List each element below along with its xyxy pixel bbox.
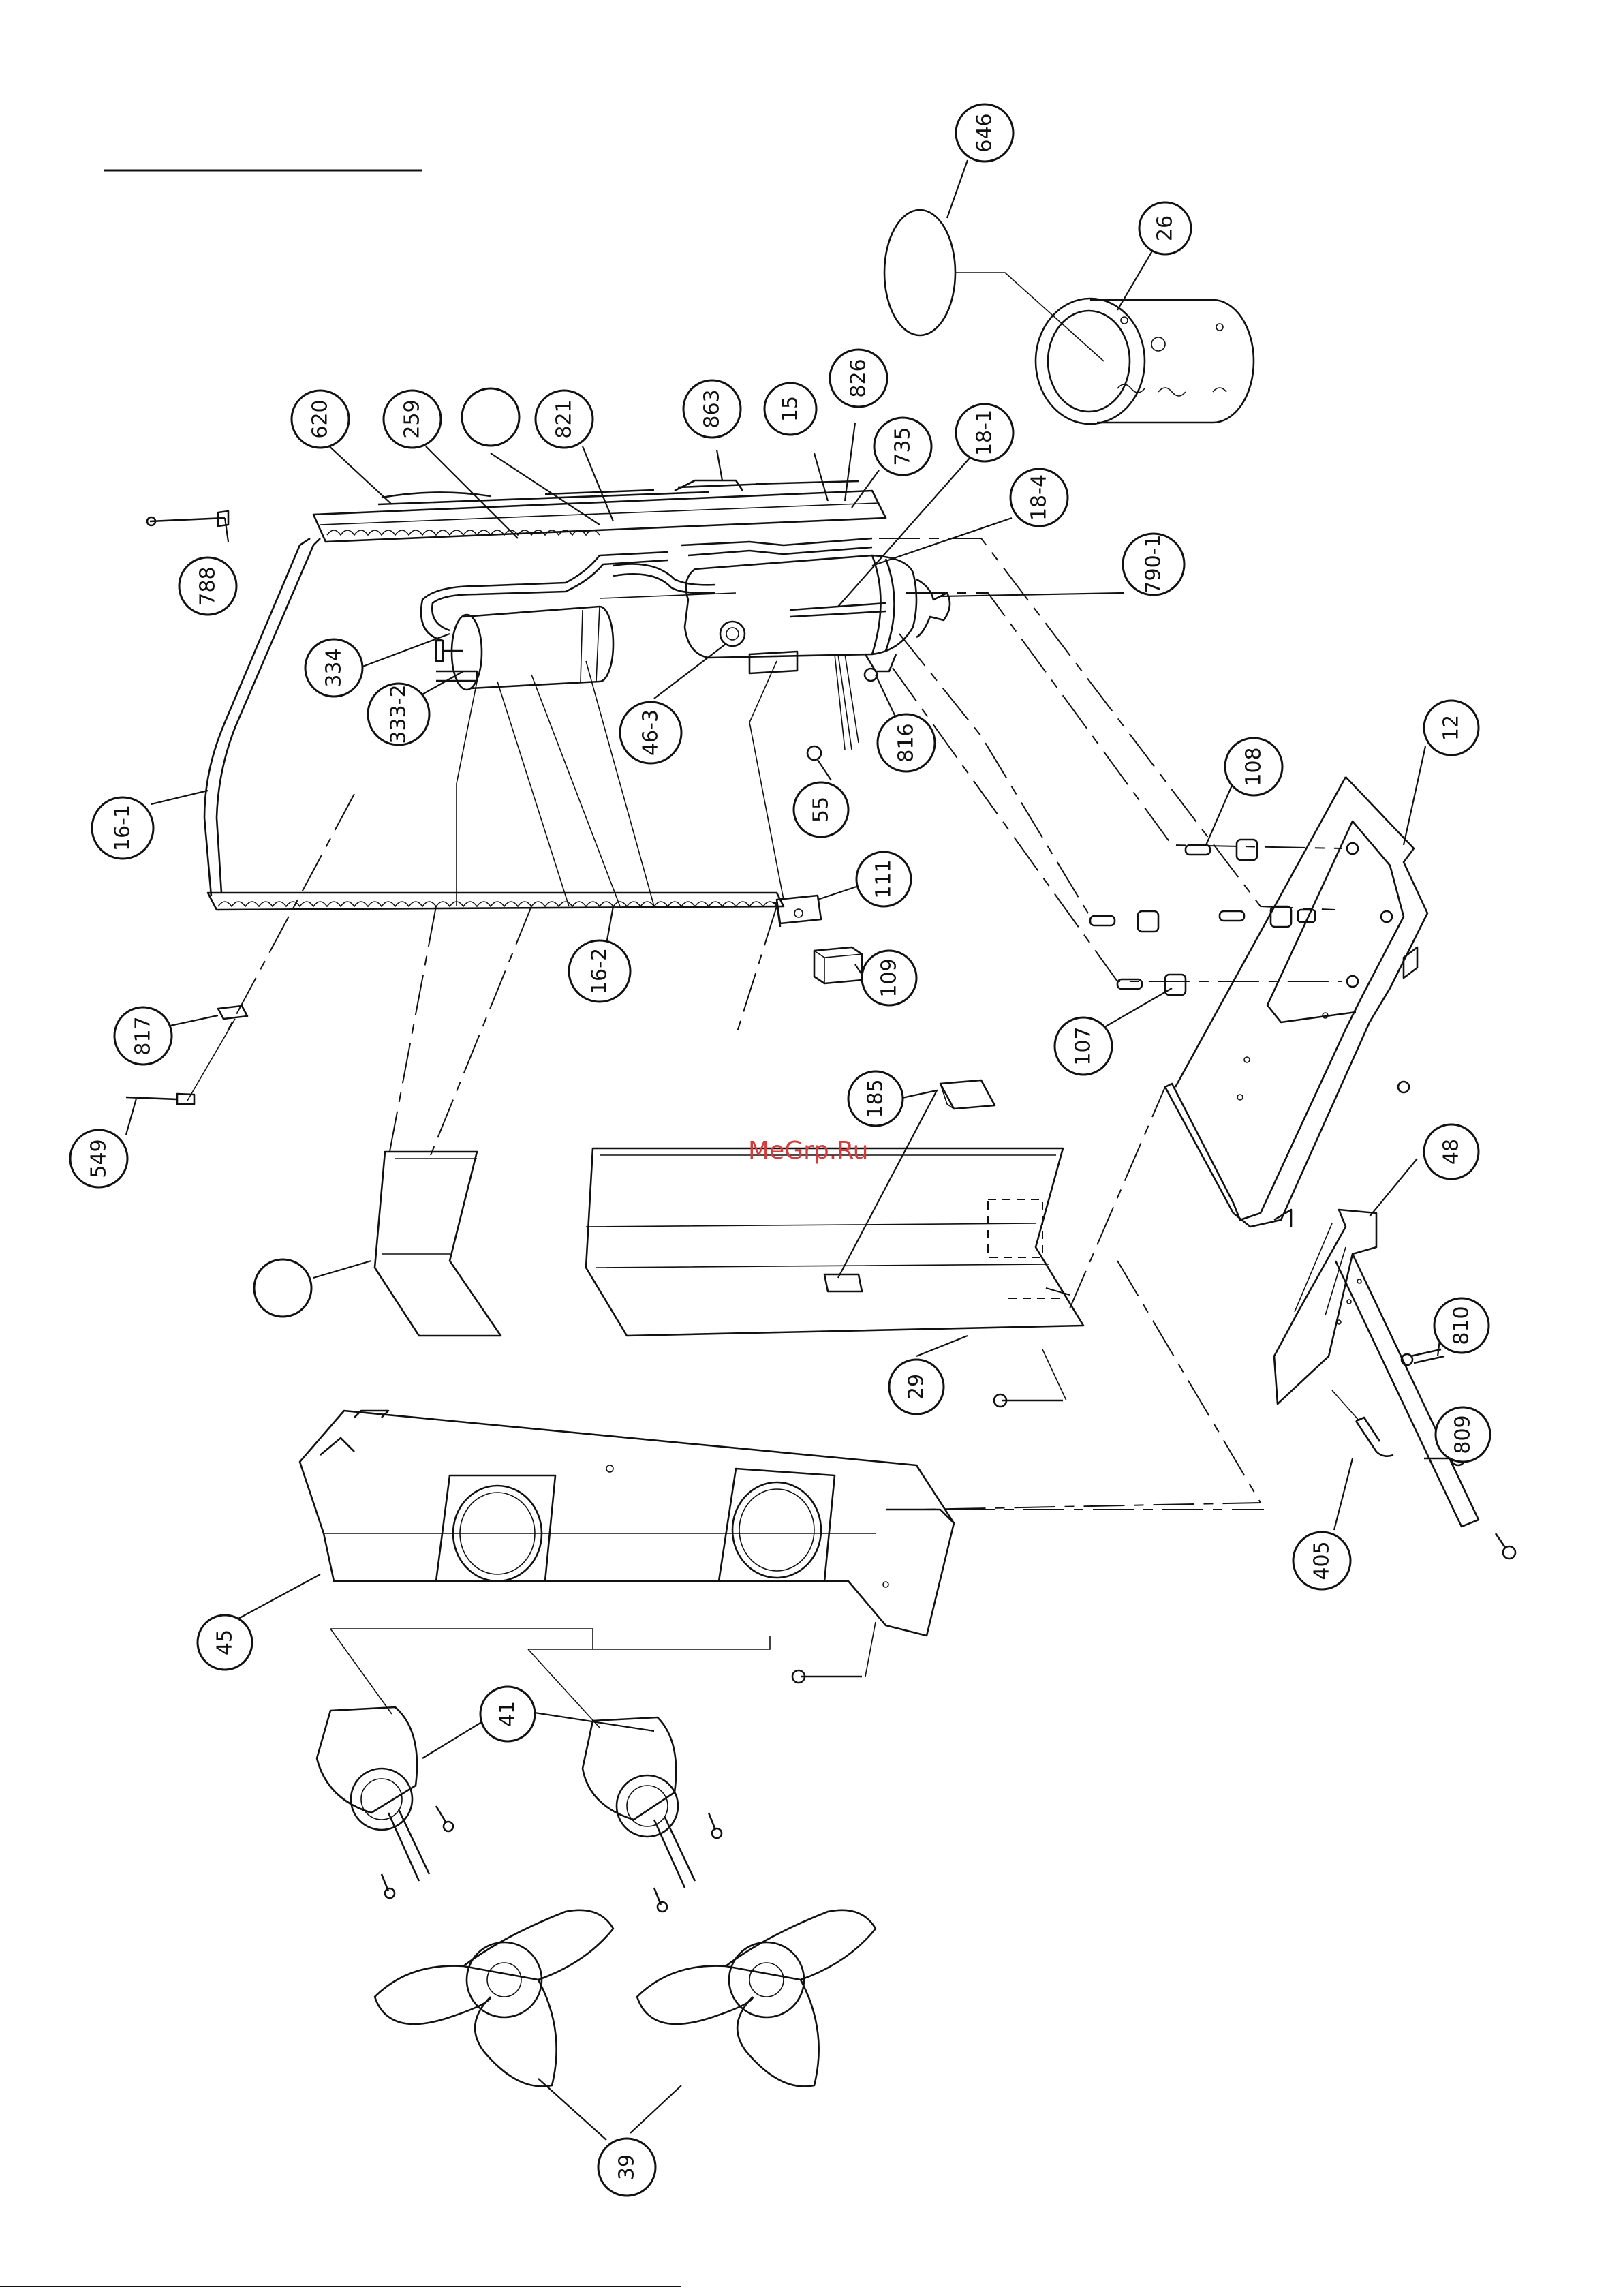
grommets: [1090, 840, 1315, 995]
callout-blank-top: [462, 388, 519, 446]
callout-12: 12: [1424, 701, 1479, 755]
part-26-cover: [1036, 299, 1254, 424]
svg-text:26: 26: [1154, 215, 1177, 241]
part-48-bracket: [1274, 1210, 1479, 1527]
svg-text:15: 15: [779, 396, 803, 422]
small-side-panel: [375, 1152, 501, 1336]
callout-826: 826: [830, 350, 887, 407]
callout-39: 39: [598, 2139, 655, 2196]
svg-text:18-4: 18-4: [1027, 474, 1051, 521]
callout-16-1: 16-1: [92, 797, 153, 859]
svg-text:16-2: 16-2: [588, 948, 612, 994]
callout-45: 45: [198, 1615, 252, 1670]
callout-405: 405: [1293, 1532, 1350, 1589]
part-16-1-coil-frame: [204, 538, 784, 1036]
svg-text:29: 29: [905, 1374, 929, 1400]
callout-790-1: 790-1: [1123, 534, 1184, 595]
svg-text:185: 185: [864, 1079, 888, 1118]
callout-185: 185: [848, 1071, 903, 1126]
svg-text:549: 549: [87, 1139, 111, 1178]
callout-107: 107: [1055, 1017, 1112, 1075]
svg-text:41: 41: [496, 1701, 520, 1727]
callout-26: 26: [1139, 202, 1191, 254]
svg-text:18-1: 18-1: [973, 410, 997, 456]
svg-text:45: 45: [213, 1629, 237, 1655]
svg-text:620: 620: [309, 399, 333, 438]
callout-809: 809: [1436, 1407, 1490, 1462]
callout-18-4: 18-4: [1010, 469, 1068, 526]
callout-334: 334: [305, 639, 362, 697]
part-333-2-accumulator: [436, 607, 613, 690]
callout-620: 620: [292, 391, 349, 448]
svg-text:809: 809: [1451, 1415, 1475, 1454]
callout-810: 810: [1434, 1298, 1489, 1353]
svg-text:46-3: 46-3: [639, 709, 663, 756]
callout-16-2: 16-2: [569, 940, 630, 1002]
callout-333-2: 333-2: [368, 684, 429, 745]
svg-text:790-1: 790-1: [1142, 534, 1166, 594]
callout-109: 109: [862, 951, 916, 1005]
callout-blank-mid: [254, 1259, 311, 1317]
svg-text:55: 55: [809, 797, 833, 823]
callout-817: 817: [114, 1007, 172, 1065]
svg-text:259: 259: [401, 399, 424, 438]
callout-29: 29: [889, 1360, 944, 1414]
callout-549: 549: [70, 1130, 127, 1187]
svg-text:810: 810: [1450, 1306, 1474, 1345]
svg-text:333-2: 333-2: [387, 684, 411, 744]
callout-111: 111: [856, 852, 911, 906]
svg-text:788: 788: [196, 566, 220, 605]
svg-text:405: 405: [1310, 1541, 1334, 1580]
svg-text:107: 107: [1072, 1026, 1096, 1065]
svg-text:108: 108: [1242, 747, 1266, 786]
callout-863: 863: [683, 380, 741, 438]
part-45-fan-bracket: [300, 1411, 954, 1636]
callout-46-3: 46-3: [620, 702, 681, 763]
svg-text:16-1: 16-1: [111, 805, 135, 851]
callout-821: 821: [536, 391, 593, 448]
svg-text:863: 863: [700, 389, 724, 428]
svg-text:111: 111: [872, 859, 896, 898]
svg-text:816: 816: [895, 723, 918, 762]
part-109-block: [814, 947, 862, 983]
part-29-front-panel: [586, 1148, 1083, 1336]
svg-text:821: 821: [553, 399, 576, 438]
part-646-disc: [884, 210, 955, 335]
callout-18-1: 18-1: [956, 404, 1013, 461]
part-39-fan-blades: [375, 1910, 876, 2087]
callout-48: 48: [1424, 1124, 1479, 1179]
svg-text:817: 817: [132, 1016, 155, 1055]
callout-816: 816: [878, 714, 935, 771]
callout-108: 108: [1225, 738, 1282, 795]
svg-text:12: 12: [1440, 715, 1464, 741]
svg-text:735: 735: [891, 427, 915, 465]
callout-735: 735: [874, 418, 931, 475]
callout-15: 15: [764, 383, 816, 435]
svg-text:48: 48: [1440, 1139, 1464, 1165]
callout-55: 55: [794, 782, 848, 837]
callout-646: 646: [956, 104, 1013, 162]
callout-41: 41: [480, 1687, 535, 1741]
svg-text:334: 334: [322, 648, 346, 687]
svg-text:39: 39: [615, 2154, 639, 2180]
svg-text:646: 646: [973, 113, 997, 152]
part-18-1-compressor: [600, 538, 950, 673]
callout-259: 259: [384, 391, 441, 448]
svg-text:826: 826: [847, 358, 871, 397]
callout-788: 788: [179, 557, 236, 615]
watermark-text: MeGrp.Ru: [748, 1137, 868, 1165]
svg-text:109: 109: [878, 958, 901, 997]
